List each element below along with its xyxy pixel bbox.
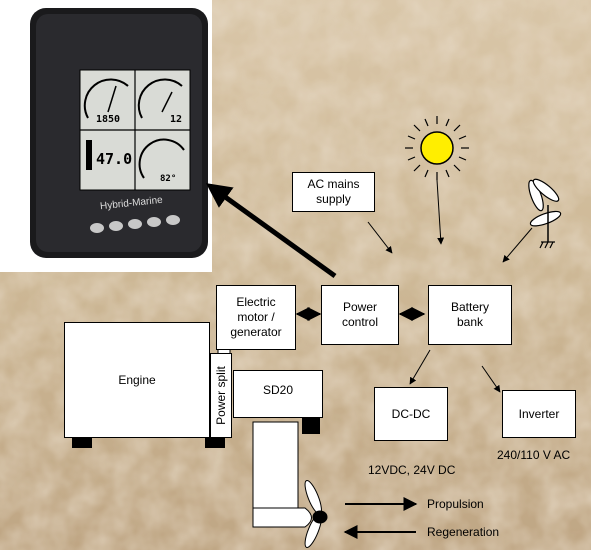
display-readout-big: 47.0: [96, 150, 133, 168]
propeller-icon: [304, 480, 328, 548]
sd20-box: SD20: [233, 370, 323, 418]
dc-output-label: 12VDC, 24V DC: [368, 463, 456, 477]
wind-turbine-icon: [528, 178, 562, 249]
regeneration-label: Regeneration: [427, 525, 500, 539]
display-readout-left: 1850: [96, 114, 121, 125]
display-readout-small: 82°: [160, 174, 177, 184]
arrow-inverter: [481, 365, 501, 393]
arrow-wind: [502, 227, 533, 263]
inverter-box: Inverter: [502, 390, 576, 438]
electric-motor-generator-box: Electric motor / generator: [216, 285, 296, 350]
ac-mains-supply-box: AC mains supply: [292, 172, 375, 212]
arrow-ac-mains: [367, 221, 393, 254]
hybrid-marine-display: [30, 8, 208, 258]
power-split-box: Power split: [210, 353, 232, 438]
engine-box: Engine: [64, 322, 210, 438]
ac-output-label: 240/110 V AC: [497, 448, 571, 462]
dc-dc-box: DC-DC: [374, 387, 448, 441]
arrow-sun: [436, 179, 445, 245]
battery-bank-box: Battery bank: [428, 285, 512, 345]
power-control-box: Power control: [321, 285, 399, 345]
sun-icon: [405, 116, 469, 180]
arrow-to-display: [205, 183, 337, 279]
display-readout-right: 12: [170, 114, 183, 125]
propulsion-label: Propulsion: [427, 497, 484, 511]
arrow-dcdc: [409, 349, 431, 385]
